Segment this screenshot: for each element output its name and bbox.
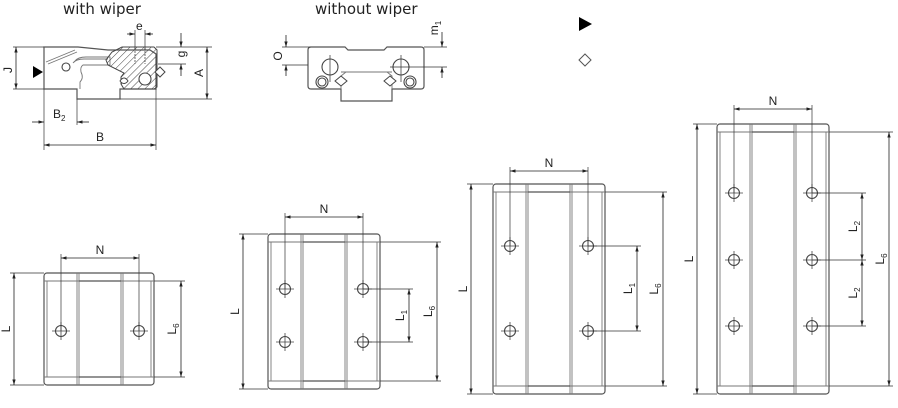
dim-label-L1: L1 [621, 282, 637, 294]
dim-label-B: B [96, 130, 104, 144]
diamond-marker-icon [154, 66, 166, 78]
title-with-wiper: with wiper [63, 0, 142, 18]
cross-section-with-wiper: e g A J B2 B [1, 19, 212, 150]
dim-label-N: N [769, 94, 778, 108]
legend [578, 17, 592, 67]
triangle-marker-icon [579, 17, 592, 31]
dim-label-N: N [545, 156, 554, 170]
dim-label-L1: L1 [393, 309, 409, 321]
carriage-body [492, 183, 606, 395]
carriage-body [43, 272, 155, 386]
dim-label-L: L [0, 325, 13, 332]
top-view-short: N L L6 [0, 243, 185, 386]
dim-label-J: J [1, 67, 15, 73]
dim-label-m1: m1 [427, 20, 443, 35]
dim-label-L6: L6 [873, 253, 889, 265]
dim-label-L6: L6 [647, 283, 663, 295]
title-without-wiper: without wiper [315, 0, 418, 18]
triangle-marker-icon [33, 66, 43, 78]
dim-label-L2-lower: L2 [846, 287, 862, 299]
dim-label-L: L [456, 285, 470, 292]
carriage-body [267, 233, 381, 390]
dim-label-N: N [96, 243, 105, 257]
dim-label-L6: L6 [421, 305, 437, 317]
dim-label-B2: B2 [53, 107, 66, 123]
front-view-without-wiper: O m1 [271, 20, 447, 102]
top-view-standard: N L L6 L1 [228, 202, 441, 390]
dim-label-A: A [192, 69, 206, 77]
dim-label-g: g [174, 51, 188, 58]
dim-label-L2-upper: L2 [846, 220, 862, 232]
dim-label-N: N [320, 202, 329, 216]
diamond-marker-icon [578, 53, 592, 67]
dim-label-L6: L6 [165, 323, 181, 335]
dim-label-L: L [682, 255, 696, 262]
ball-icon [61, 62, 71, 72]
dim-label-L: L [228, 308, 242, 315]
dim-label-O: O [271, 51, 285, 60]
dim-label-e: e [136, 19, 143, 33]
top-view-long: N L L6 L1 [456, 156, 667, 395]
lubrication-hole-icon [138, 72, 152, 86]
carriage-body [716, 123, 830, 395]
